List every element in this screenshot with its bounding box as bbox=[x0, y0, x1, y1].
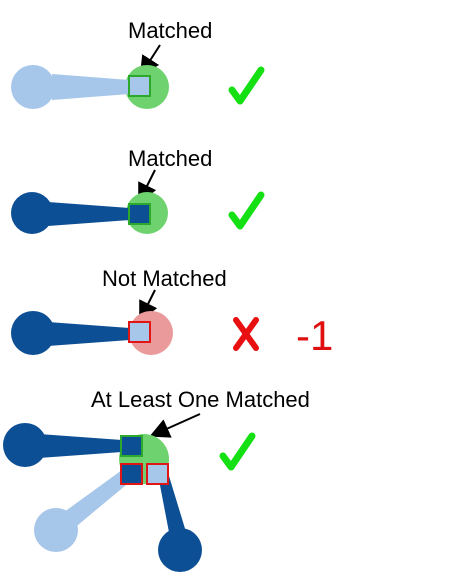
row-4-stick-upper-left bbox=[39, 434, 122, 458]
row-4-box-unmatched-dark bbox=[120, 463, 143, 485]
row-4-head-upper-left bbox=[3, 423, 47, 467]
row-1-head-circle bbox=[11, 65, 55, 109]
row-3-score: -1 bbox=[296, 312, 333, 359]
row-4-head-bottom bbox=[158, 528, 202, 572]
row-3-not-matched: Not Matched -1 bbox=[11, 266, 333, 359]
row-2-stick bbox=[48, 202, 130, 226]
row-2-label: Matched bbox=[128, 146, 212, 171]
row-4-label: At Least One Matched bbox=[91, 387, 310, 412]
row-4-box-matched bbox=[120, 435, 143, 457]
row-2-matched: Matched bbox=[11, 146, 265, 234]
cross-icon bbox=[233, 317, 259, 351]
row-3-box bbox=[128, 321, 151, 343]
row-1-matched: Matched bbox=[11, 18, 265, 109]
row-2-head-circle bbox=[11, 192, 53, 234]
check-icon bbox=[219, 432, 256, 471]
row-4-arrow bbox=[149, 413, 201, 438]
row-4-box-unmatched-light bbox=[146, 463, 169, 485]
row-4-stick-lower-left bbox=[60, 470, 132, 530]
row-3-head-circle bbox=[11, 311, 55, 355]
check-icon bbox=[228, 66, 265, 105]
row-2-box bbox=[128, 203, 151, 225]
row-4-at-least-one-matched: At Least One Matched bbox=[3, 387, 310, 572]
check-icon bbox=[228, 191, 265, 230]
row-1-label: Matched bbox=[128, 18, 212, 43]
row-1-stick bbox=[52, 74, 130, 100]
row-1-box bbox=[128, 75, 151, 97]
row-3-stick bbox=[48, 322, 130, 346]
row-3-label: Not Matched bbox=[102, 266, 227, 291]
row-4-head-lower-left bbox=[34, 508, 78, 552]
